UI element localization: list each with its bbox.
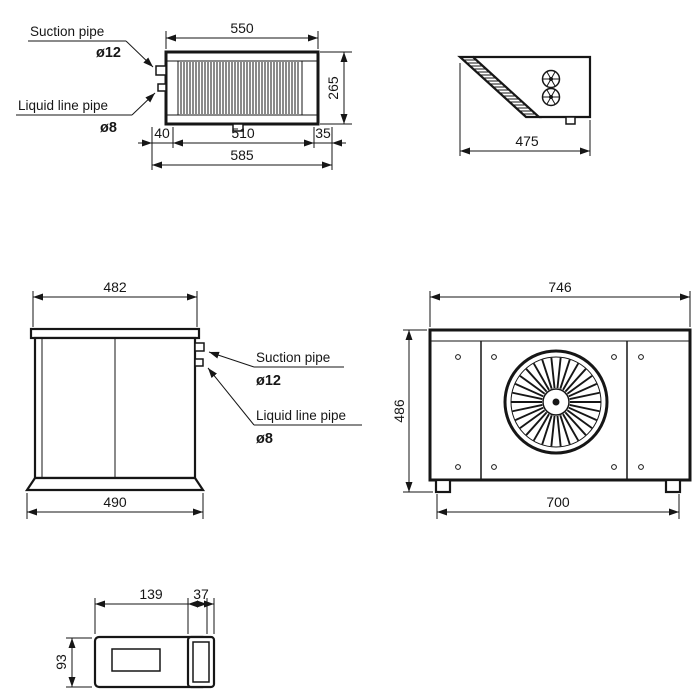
- fan-symbol-bottom: [541, 87, 561, 107]
- dim-coil-total-width: 585: [230, 147, 254, 163]
- front-foot-right: [664, 478, 682, 494]
- fan-symbol-top: [541, 69, 561, 89]
- coil-fins: [180, 62, 299, 114]
- controller-side-slot: [192, 641, 210, 683]
- controller-display: [111, 648, 161, 672]
- side-base-skirt: [24, 476, 206, 492]
- coil-top-view: 550 265 40 510 35 585 Suction pipe: [16, 20, 352, 170]
- suction-pipe-label: Suction pipe: [30, 24, 104, 39]
- controller-view: 139 37 93: [53, 586, 216, 689]
- liquid-pipe-stub: [157, 83, 167, 92]
- dim-front-width-bottom: 700: [546, 494, 570, 510]
- side-liquid-pipe-label: Liquid line pipe: [256, 408, 346, 423]
- side-liquid-stub: [194, 358, 204, 367]
- dim-controller-width: 139: [139, 586, 163, 602]
- liquid-pipe-diameter: ø8: [100, 120, 117, 136]
- dim-side-depth: 475: [515, 133, 539, 149]
- dim-side-width-top: 482: [103, 279, 127, 295]
- drain-stub: [232, 123, 244, 132]
- dim-coil-inner-width: 510: [231, 125, 255, 141]
- side-suction-pipe-diameter: ø12: [256, 373, 281, 389]
- dim-front-height: 486: [391, 399, 407, 423]
- suction-pipe-stub: [155, 65, 167, 76]
- unit-top-side-view: 475: [457, 55, 592, 156]
- fan-blades: [511, 357, 601, 447]
- front-foot-left: [434, 478, 452, 494]
- unit-front-view: 746 486: [391, 279, 692, 519]
- side-top-cap: [29, 327, 201, 340]
- angled-coil-hatch: [460, 56, 539, 118]
- panel-screws: [455, 354, 644, 470]
- dim-controller-depth: 37: [193, 586, 209, 602]
- side-liquid-pipe-diameter: ø8: [256, 431, 273, 447]
- dim-side-width-bottom: 490: [103, 494, 127, 510]
- dim-front-width-top: 746: [548, 279, 572, 295]
- dim-coil-offset-right: 35: [315, 125, 331, 141]
- dim-coil-depth: 265: [325, 76, 341, 100]
- unit-side-view: 482 Suction pipe ø12 Liquid line pipe ø8…: [24, 279, 362, 519]
- suction-pipe-diameter: ø12: [96, 45, 121, 61]
- coil-housing: [164, 50, 320, 126]
- liquid-pipe-label: Liquid line pipe: [18, 98, 108, 113]
- dim-coil-width: 550: [230, 20, 254, 36]
- side-drain-stub: [565, 116, 576, 125]
- side-suction-stub: [194, 342, 205, 352]
- side-suction-pipe-label: Suction pipe: [256, 350, 330, 365]
- dim-coil-offset-left: 40: [154, 125, 170, 141]
- fan-grille: [503, 349, 609, 455]
- side-profile-outline: [473, 55, 592, 119]
- dim-controller-height: 93: [53, 654, 69, 670]
